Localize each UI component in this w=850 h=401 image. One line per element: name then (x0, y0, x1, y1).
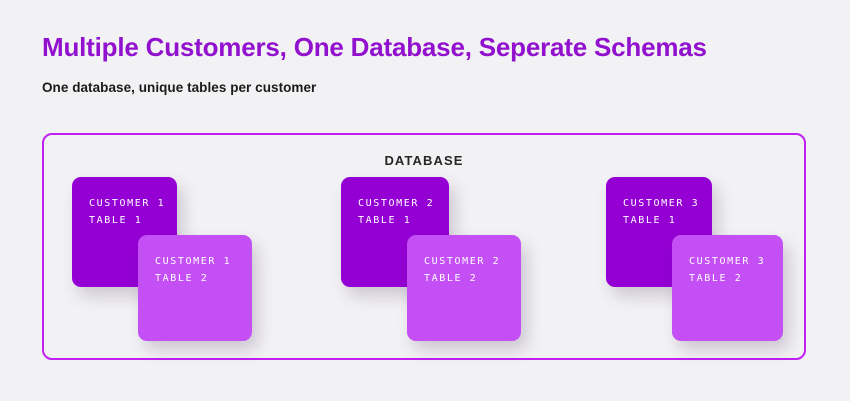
customer-2-table-2-label: CUSTOMER 2 TABLE 2 (424, 253, 500, 287)
card-line-1: CUSTOMER 3 (689, 256, 766, 267)
card-line-2: TABLE 2 (155, 273, 209, 284)
customer-3-table-1-label: CUSTOMER 3 TABLE 1 (623, 195, 699, 229)
page-title: Multiple Customers, One Database, Sepera… (42, 32, 707, 62)
card-line-2: TABLE 2 (689, 273, 743, 284)
card-line-2: TABLE 2 (424, 273, 478, 284)
card-line-1: CUSTOMER 2 (424, 256, 501, 267)
card-line-1: CUSTOMER 2 (358, 198, 435, 209)
card-line-1: CUSTOMER 1 (89, 198, 166, 209)
card-line-2: TABLE 1 (623, 215, 677, 226)
card-line-1: CUSTOMER 3 (623, 198, 700, 209)
customer-1-table-1-label: CUSTOMER 1 TABLE 1 (89, 195, 165, 229)
page-subtitle: One database, unique tables per customer (42, 80, 317, 95)
customer-1-table-2-label: CUSTOMER 1 TABLE 2 (155, 253, 231, 287)
customer-3-table-2-label: CUSTOMER 3 TABLE 2 (689, 253, 765, 287)
customer-1-table-2-card[interactable]: CUSTOMER 1 TABLE 2 (138, 235, 252, 341)
card-line-2: TABLE 1 (358, 215, 412, 226)
database-label: DATABASE (384, 153, 464, 168)
card-line-1: CUSTOMER 1 (155, 256, 232, 267)
card-line-2: TABLE 1 (89, 215, 143, 226)
database-container: DATABASE (42, 133, 806, 360)
customer-2-table-1-label: CUSTOMER 2 TABLE 1 (358, 195, 434, 229)
customer-3-table-2-card[interactable]: CUSTOMER 3 TABLE 2 (672, 235, 783, 341)
customer-2-table-2-card[interactable]: CUSTOMER 2 TABLE 2 (407, 235, 521, 341)
